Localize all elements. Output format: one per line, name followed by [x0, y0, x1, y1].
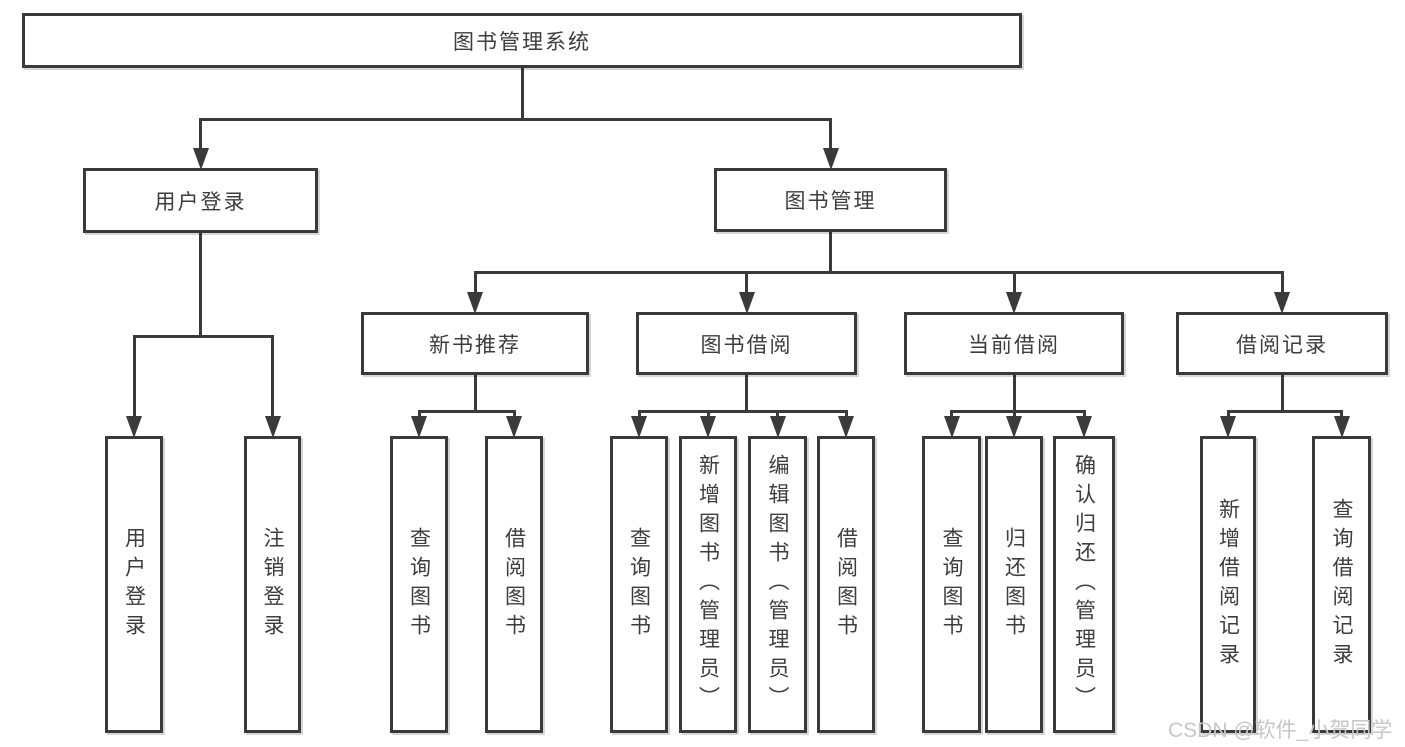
node-leaf-confirm-return: 确认归还（管理员）: [1053, 436, 1115, 733]
connector-line: [829, 118, 832, 150]
arrowhead-down-icon: [1076, 416, 1092, 438]
node-leaf-add-record: 新增借阅记录: [1200, 436, 1256, 733]
arrowhead-down-icon: [700, 416, 716, 438]
connector-line: [512, 410, 516, 418]
node-label-leaf-logout: 注销登录: [261, 526, 284, 643]
arrowhead-down-icon: [1274, 292, 1290, 314]
connector-line: [1226, 410, 1343, 413]
connector-line: [706, 410, 710, 418]
node-leaf-add-book: 新增图书（管理员）: [679, 436, 737, 733]
node-label-borrow-records: 借阅记录: [1236, 333, 1328, 357]
node-label-leaf-edit-book: 编辑图书（管理员）: [766, 454, 789, 715]
connector-line: [417, 410, 516, 413]
connector-line: [1082, 410, 1086, 418]
arrowhead-down-icon: [769, 416, 786, 438]
connector-line: [745, 375, 748, 413]
node-current-borrow: 当前借阅: [904, 312, 1124, 375]
node-leaf-query-book-3: 查询图书: [922, 436, 981, 733]
connector-line: [950, 410, 953, 418]
node-label-leaf-borrow-book-2: 借阅图书: [834, 526, 858, 643]
connector-line: [745, 271, 748, 294]
connector-line: [520, 68, 524, 121]
connector-line: [473, 271, 1284, 274]
node-leaf-query-book-2: 查询图书: [610, 436, 668, 733]
node-label-leaf-query-book-1: 查询图书: [407, 526, 431, 643]
node-new-books: 新书推荐: [361, 312, 589, 375]
node-root: 图书管理系统: [22, 13, 1022, 68]
node-label-new-books: 新书推荐: [429, 333, 521, 357]
arrowhead-down-icon: [264, 416, 281, 438]
node-label-leaf-return-book: 归还图书: [1002, 526, 1026, 643]
connector-line: [473, 375, 477, 413]
node-leaf-borrow-book-1: 借阅图书: [485, 436, 543, 733]
connector-line: [637, 410, 848, 413]
node-label-leaf-user-login: 用户登录: [122, 526, 146, 643]
node-label-leaf-confirm-return: 确认归还（管理员）: [1072, 454, 1096, 715]
connector-line: [132, 335, 136, 418]
connector-line: [1012, 375, 1016, 413]
node-book-mgmt: 图书管理: [714, 168, 947, 232]
arrowhead-down-icon: [506, 416, 522, 438]
node-label-book-mgmt: 图书管理: [784, 190, 877, 213]
node-leaf-borrow-book-2: 借阅图书: [817, 436, 875, 733]
node-user-login: 用户登录: [83, 168, 318, 233]
arrowhead-down-icon: [126, 416, 142, 438]
connector-line: [199, 118, 202, 150]
arrowhead-down-icon: [838, 416, 854, 438]
connector-line: [829, 232, 832, 274]
connector-line: [1012, 271, 1016, 294]
connector-line: [950, 410, 1086, 413]
node-label-book-borrow: 图书借阅: [700, 333, 793, 357]
connector-line: [1340, 410, 1343, 418]
arrowhead-down-icon: [1220, 416, 1236, 438]
node-leaf-logout: 注销登录: [244, 436, 301, 733]
node-borrow-records: 借阅记录: [1176, 312, 1388, 375]
node-label-leaf-borrow-book-1: 借阅图书: [502, 526, 526, 643]
node-label-current-borrow: 当前借阅: [968, 333, 1060, 357]
arrowhead-down-icon: [411, 416, 427, 438]
connector-line: [776, 410, 779, 418]
arrowhead-down-icon: [467, 292, 483, 314]
connector-line: [637, 410, 641, 418]
node-label-leaf-add-record: 新增借阅记录: [1216, 497, 1240, 672]
connector-line: [132, 335, 274, 338]
node-leaf-edit-book: 编辑图书（管理员）: [748, 436, 807, 733]
connector-line: [417, 410, 421, 418]
node-leaf-return-book: 归还图书: [985, 436, 1043, 733]
node-leaf-user-login: 用户登录: [105, 436, 163, 733]
connector-line: [271, 335, 274, 418]
node-leaf-query-book-1: 查询图书: [390, 436, 448, 733]
arrowhead-down-icon: [192, 148, 209, 170]
arrowhead-down-icon: [1333, 416, 1350, 438]
arrowhead-down-icon: [631, 416, 647, 438]
node-label-user-login: 用户登录: [154, 190, 247, 214]
arrowhead-down-icon: [1006, 416, 1022, 438]
connector-line: [473, 271, 477, 294]
arrowhead-down-icon: [943, 416, 960, 438]
arrowhead-down-icon: [1006, 292, 1022, 314]
connector-line: [1280, 375, 1284, 413]
connector-line: [844, 410, 848, 418]
connector-line: [199, 233, 202, 338]
connector-line: [1226, 410, 1230, 418]
node-leaf-query-record: 查询借阅记录: [1312, 436, 1371, 733]
node-label-leaf-query-record: 查询借阅记录: [1330, 497, 1353, 672]
arrowhead-down-icon: [738, 292, 755, 314]
arrowhead-down-icon: [822, 148, 839, 170]
node-book-borrow: 图书借阅: [636, 312, 857, 375]
node-label-leaf-query-book-3: 查询图书: [940, 526, 963, 643]
connector-line: [1280, 271, 1284, 294]
connector-line: [199, 118, 832, 121]
node-label-leaf-add-book: 新增图书（管理员）: [696, 454, 720, 715]
node-label-root: 图书管理系统: [453, 30, 591, 54]
csdn-watermark: CSDN @软件_小贺同学: [1168, 719, 1393, 742]
node-label-leaf-query-book-2: 查询图书: [627, 526, 651, 643]
connector-line: [1012, 410, 1016, 418]
